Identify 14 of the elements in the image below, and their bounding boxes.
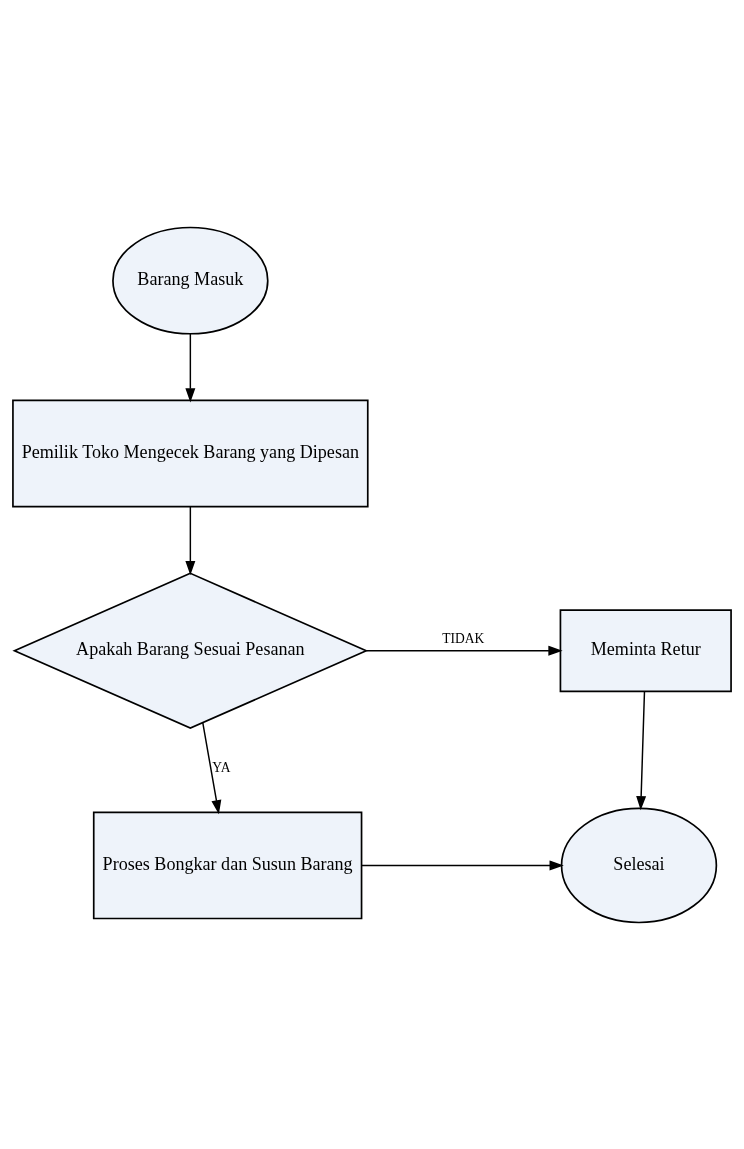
node-box: Proses Bongkar dan Susun Barang (92, 810, 363, 919)
arrow (185, 505, 196, 575)
node-ellipse: Selesai (560, 807, 718, 923)
node-box: Meminta Retur (559, 608, 732, 692)
node-box: Pemilik Toko Mengecek Barang yang Dipesan (12, 399, 369, 507)
arrow (185, 332, 196, 403)
edge-label: YA (212, 759, 231, 775)
edge-label: TIDAK (442, 630, 485, 646)
arrow (636, 690, 647, 810)
node-diamond: Apakah Barang Sesuai Pesanan (12, 571, 369, 729)
node-ellipse: Barang Masuk (112, 226, 269, 335)
arrow (202, 721, 222, 814)
arrow (365, 645, 563, 656)
arrow (361, 859, 564, 870)
